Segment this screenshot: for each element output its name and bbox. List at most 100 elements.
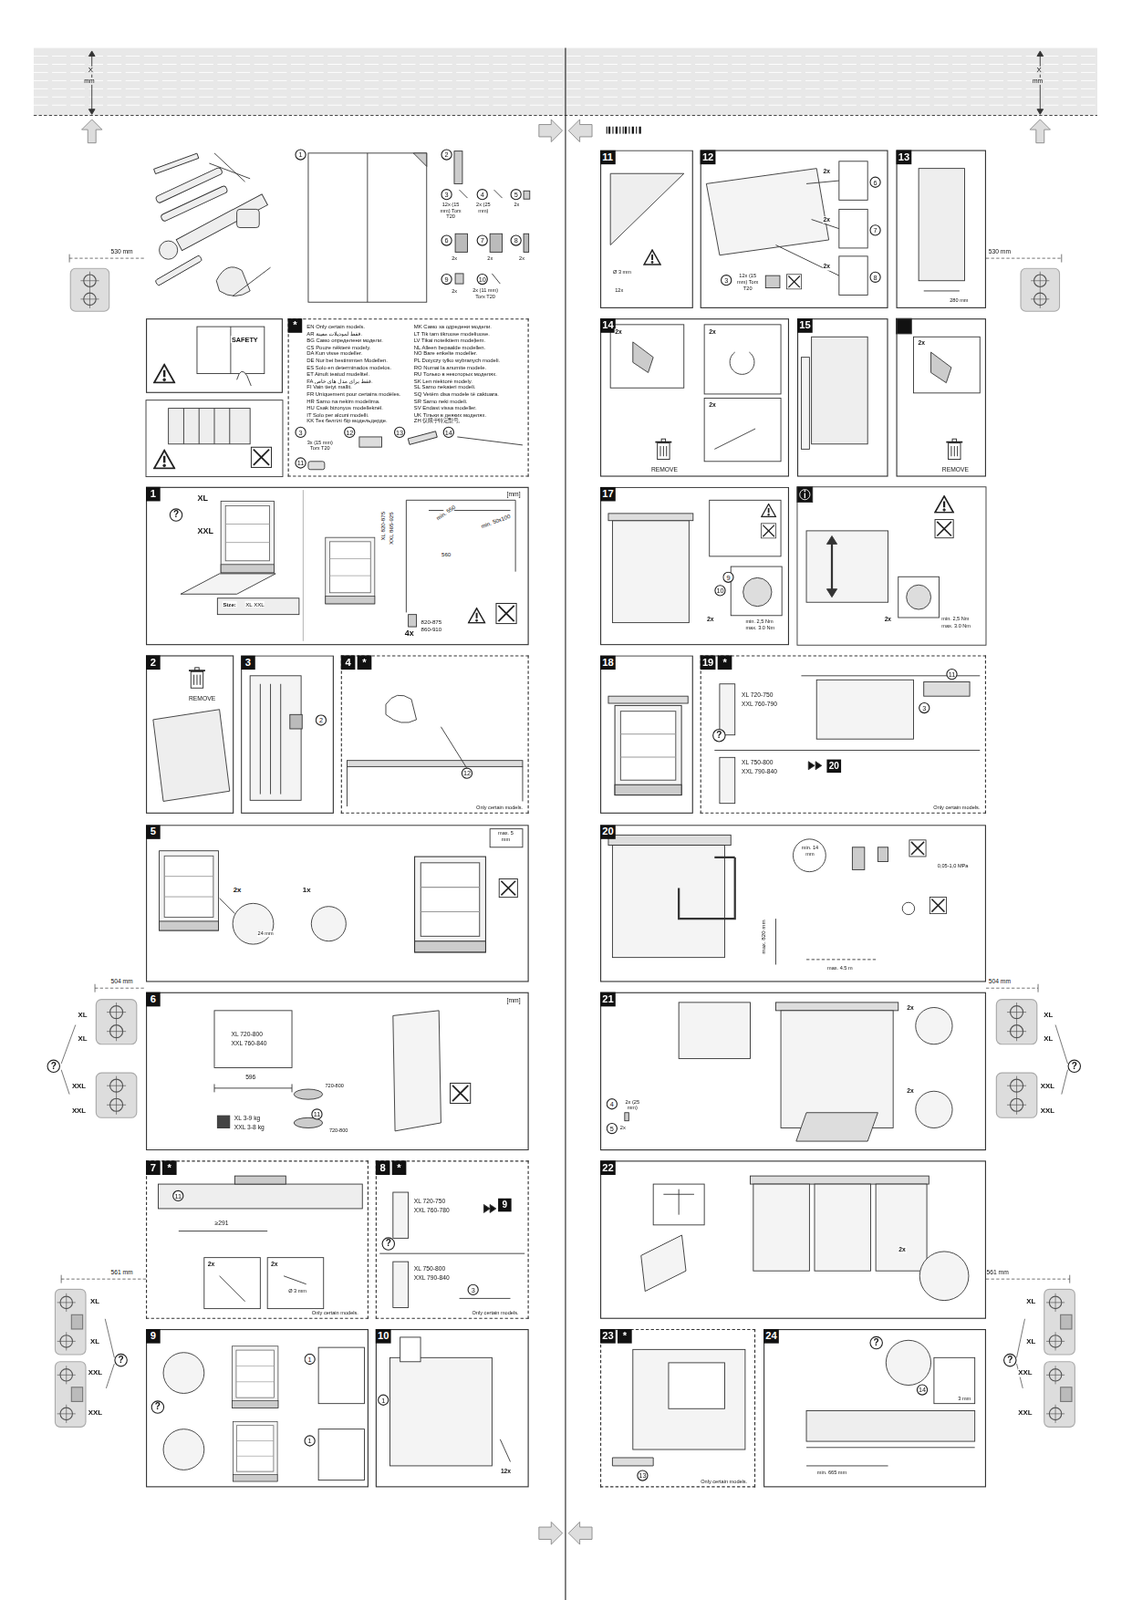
callout-number: 6 (869, 176, 881, 188)
annotation: 2x (25 mm) (471, 202, 496, 215)
step-number: * (357, 654, 373, 670)
question-mark: ? (869, 1336, 883, 1351)
step-number: 10 (375, 1329, 392, 1344)
callout-number: 1 (303, 1434, 315, 1446)
step-number: * (617, 1329, 633, 1344)
callout-number: 13 (394, 426, 406, 438)
annotation: ≥291 (214, 1219, 229, 1227)
annotation: 2x (207, 1260, 216, 1268)
callout-number: 9 (722, 571, 734, 583)
callout-number: 3 (720, 274, 732, 286)
callout-number: 6 (440, 234, 452, 246)
question-mark: ? (382, 1236, 396, 1251)
step-number: * (288, 318, 303, 333)
annotation: 2x (451, 256, 458, 262)
annotation: mm (1031, 77, 1043, 85)
callout-number: 4 (606, 1098, 618, 1110)
step-panel: 11 (600, 149, 694, 308)
step-number: * (392, 1160, 407, 1175)
annotation: XXL (1017, 1369, 1033, 1378)
step-panel: 14REMOVE (600, 318, 790, 477)
annotation: 2x (898, 1246, 907, 1254)
step-number: 6 (145, 992, 161, 1008)
annotation: XXL (197, 526, 215, 536)
step-panel: 21 (600, 992, 987, 1151)
step-number: * (162, 1160, 177, 1175)
step-number: 9 (145, 1329, 161, 1344)
step-panel: 15 (797, 318, 889, 477)
step-number: 15 (797, 318, 813, 333)
annotation: XL 720-750 (413, 1198, 447, 1206)
annotation: Size: (222, 601, 237, 608)
annotation: min. 550 (435, 503, 457, 522)
annotation: max. 820 mm (760, 919, 768, 955)
annotation: 2x (518, 256, 525, 262)
annotation: XL (1026, 1337, 1037, 1346)
annotation: Ø 3 mm (288, 1287, 308, 1294)
step-reference: 9 (498, 1198, 512, 1213)
step-number: 1 (145, 487, 161, 502)
annotation: 2x (708, 328, 717, 336)
callout-number: 3 (467, 1284, 479, 1296)
step-number: 7 (145, 1160, 161, 1175)
step-panel: 5 (145, 824, 530, 982)
annotation: [mm] (506, 996, 521, 1005)
callout-number: 1 (303, 1353, 315, 1365)
callout-number: 14 (916, 1383, 928, 1395)
question-mark: ? (151, 1400, 166, 1414)
annotation: FR Uniquement pour certains modèles. (306, 391, 402, 398)
annotation: 720-800 (324, 1082, 345, 1089)
annotation: BG Само определени модели. (306, 336, 385, 343)
annotation: XXL (1039, 1106, 1055, 1115)
step-panel: 13 (896, 149, 987, 308)
question-mark: ? (114, 1353, 128, 1368)
annotation: 2x (822, 216, 831, 224)
annotation: XXL (71, 1081, 86, 1091)
annotation: 2x (232, 885, 242, 894)
annotation: HR Samo na nekim modelima. (306, 397, 382, 405)
annotation: XL 3-9 kg (233, 1114, 261, 1122)
annotation: 2x (25 mm) (619, 1099, 645, 1112)
step-number: 17 (600, 487, 616, 502)
panel-text: REMOVE (941, 466, 970, 474)
step-panel: 1 (145, 487, 530, 645)
annotation: 2x (822, 263, 831, 271)
annotation: 2x (906, 1088, 915, 1096)
step-panel: 20 (600, 824, 987, 982)
annotation: XL (89, 1337, 100, 1346)
annotation: Only certain models. (700, 1478, 748, 1485)
annotation: XXL 760-790 (740, 701, 778, 709)
step-number: 19 (700, 654, 717, 670)
step-panel: 24 (763, 1329, 987, 1487)
annotation: 2x (883, 616, 893, 624)
annotation: 2x (487, 256, 494, 262)
annotation: 1x (301, 885, 312, 894)
step-panel: 23* (600, 1329, 756, 1487)
annotation: CS Pouze některé modely. (306, 343, 372, 351)
callout-number: 4 (477, 188, 489, 200)
callout-number: 11 (945, 668, 957, 680)
annotation: RO Numai la anumite modele. (413, 363, 488, 371)
annotation: SR Samo neki modeli. (413, 397, 468, 405)
annotation: XXL (87, 1408, 103, 1417)
annotation: XXL 760-840 (230, 1039, 268, 1048)
annotation: NO Bare enkelte modeller. (413, 350, 478, 357)
step-number: 13 (896, 149, 913, 165)
annotation: MK Само за одредени модели. (413, 323, 492, 331)
callout-number: 12 (343, 426, 355, 438)
annotation: 2x (513, 202, 520, 208)
annotation: HU Csak bizonyos modelleknél. (306, 404, 385, 411)
annotation: 504 mm (987, 977, 1011, 986)
annotation: Only certain models. (311, 1310, 359, 1317)
step-panel: 9 (145, 1329, 369, 1487)
panel-text: REMOVE (650, 466, 679, 474)
annotation: NL Alleen bepaalde modellen. (413, 343, 487, 351)
annotation: XXL 790-840 (740, 768, 778, 777)
step-panel: 22 (600, 1160, 987, 1319)
annotation: XXL (1017, 1408, 1033, 1417)
annotation: RU Только в некоторых моделях. (413, 370, 498, 377)
annotation: ET Ainult teatud mudelitel. (306, 370, 371, 377)
step-panel: SAFETY (145, 318, 283, 394)
annotation: PL Dotyczy tylko wybranych modeli. (413, 357, 500, 364)
